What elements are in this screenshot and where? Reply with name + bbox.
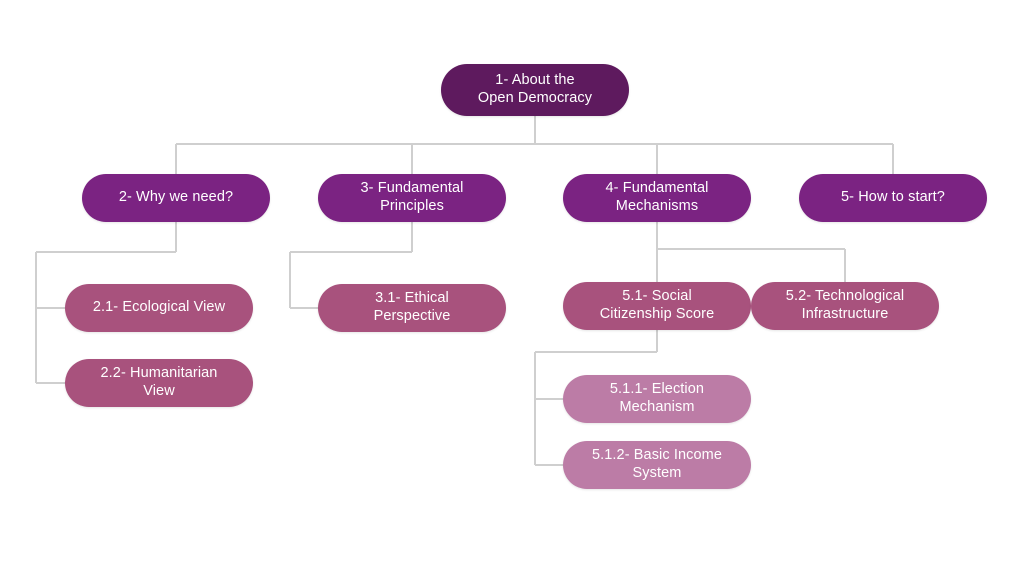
node-label: 5.2- Technological Infrastructure: [785, 288, 905, 322]
node-label: 5.1.2- Basic Income System: [591, 447, 723, 481]
node-2-2-humanitarian-view[interactable]: 2.2- Humanitarian View: [65, 359, 253, 407]
node-1-about-the-open-democracy[interactable]: 1- About the Open Democracy: [441, 64, 629, 116]
node-label: 2.1- Ecological View: [92, 299, 226, 316]
node-label: 3- Fundamental Principles: [360, 180, 464, 214]
node-5-1-social-citizenship-score[interactable]: 5.1- Social Citizenship Score: [563, 282, 751, 330]
node-label: 5.1- Social Citizenship Score: [599, 288, 715, 322]
node-label: 3.1- Ethical Perspective: [373, 290, 451, 324]
node-label: 5.1.1- Election Mechanism: [609, 381, 705, 415]
node-5-1-1-election-mechanism[interactable]: 5.1.1- Election Mechanism: [563, 375, 751, 423]
node-4-fundamental-mechanisms[interactable]: 4- Fundamental Mechanisms: [563, 174, 751, 222]
node-label: 5- How to start?: [841, 189, 945, 206]
node-label: 4- Fundamental Mechanisms: [605, 180, 709, 214]
node-label: 2- Why we need?: [118, 189, 234, 206]
node-5-1-2-basic-income-system[interactable]: 5.1.2- Basic Income System: [563, 441, 751, 489]
node-5-how-to-start[interactable]: 5- How to start?: [799, 174, 987, 222]
node-label: 1- About the Open Democracy: [477, 72, 593, 106]
node-2-1-ecological-view[interactable]: 2.1- Ecological View: [65, 284, 253, 332]
node-2-why-we-need[interactable]: 2- Why we need?: [82, 174, 270, 222]
node-label: 2.2- Humanitarian View: [100, 365, 218, 399]
node-5-2-technological-infrastructure[interactable]: 5.2- Technological Infrastructure: [751, 282, 939, 330]
node-3-fundamental-principles[interactable]: 3- Fundamental Principles: [318, 174, 506, 222]
node-3-1-ethical-perspective[interactable]: 3.1- Ethical Perspective: [318, 284, 506, 332]
